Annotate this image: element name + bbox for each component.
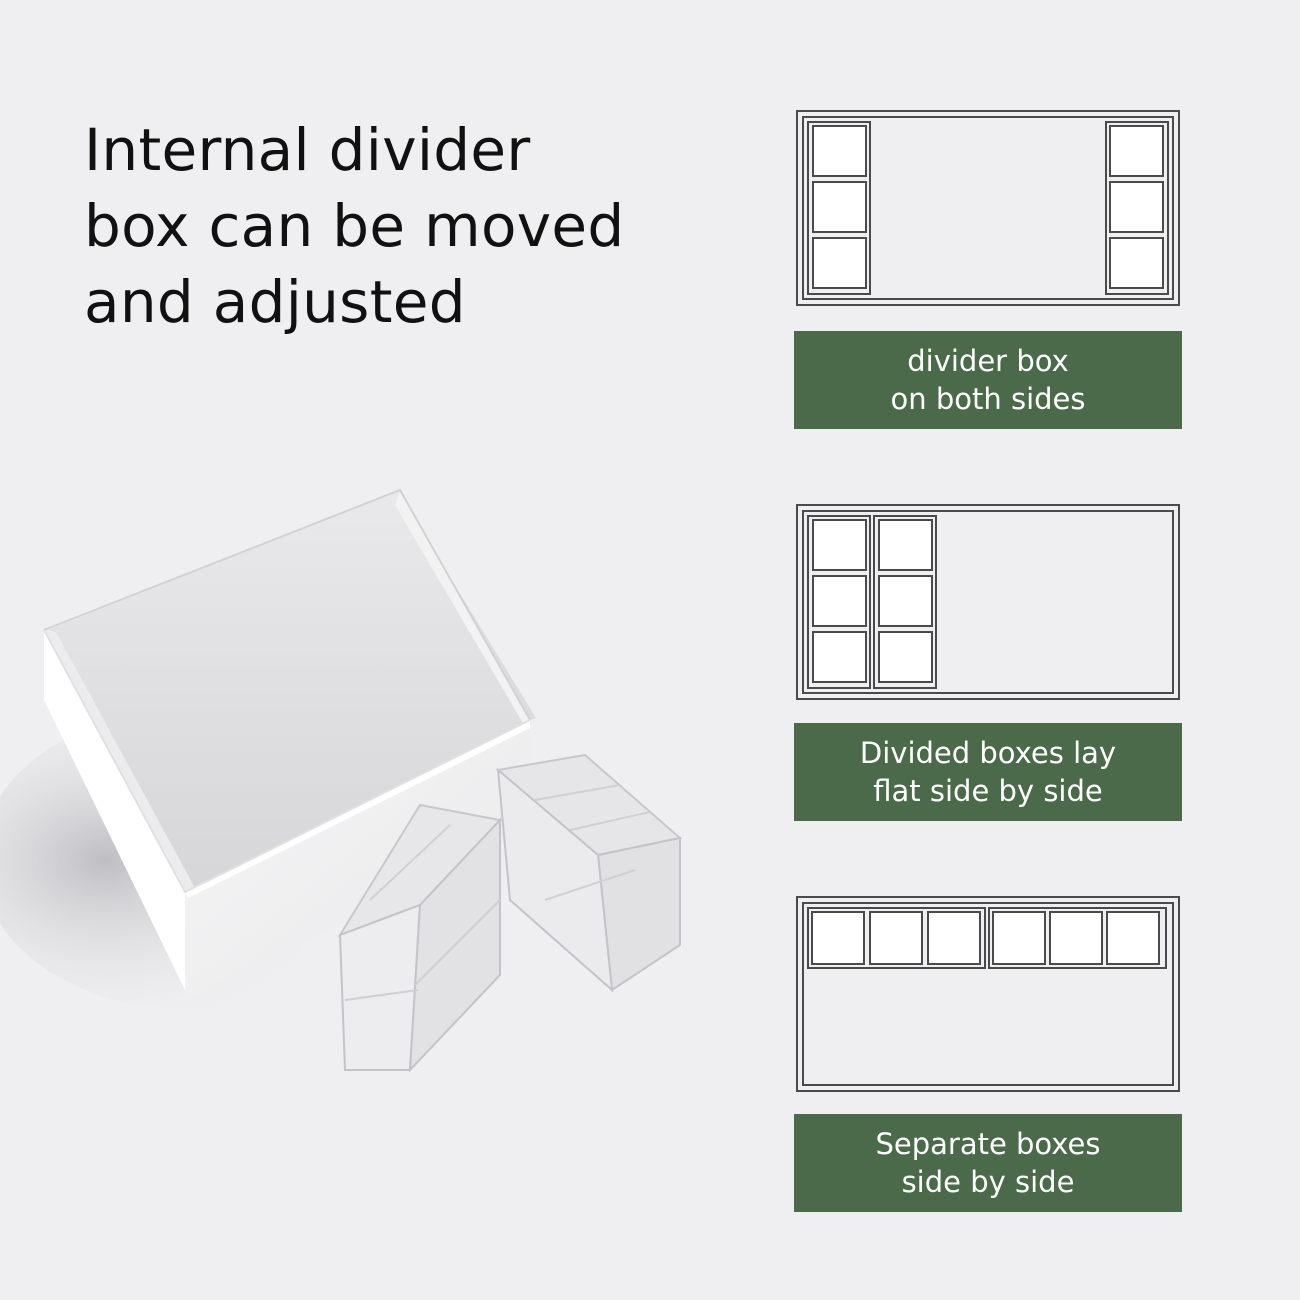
- headline-line-2: box can be moved: [84, 192, 625, 260]
- headline: Internal divider box can be moved and ad…: [84, 112, 704, 340]
- label-line: flat side by side: [873, 774, 1103, 808]
- label-separate-boxes: Separate boxes side by side: [794, 1114, 1182, 1212]
- label-line: Divided boxes lay: [859, 736, 1117, 770]
- layout-diagram-both-sides: [796, 110, 1180, 306]
- headline-line-3: and adjusted: [84, 268, 466, 336]
- label-both-sides: divider box on both sides: [794, 331, 1182, 429]
- layout-diagram-flat-side-by-side: [796, 504, 1180, 700]
- label-flat-side-by-side: Divided boxes lay flat side by side: [794, 723, 1182, 821]
- layout-diagram-separate-boxes: [796, 896, 1180, 1092]
- label-line: divider box: [907, 344, 1069, 378]
- headline-line-1: Internal divider: [84, 116, 531, 184]
- label-line: Separate boxes: [875, 1127, 1101, 1161]
- label-line: on both sides: [890, 382, 1086, 416]
- product-image: [0, 488, 683, 1073]
- label-line: side by side: [901, 1165, 1075, 1199]
